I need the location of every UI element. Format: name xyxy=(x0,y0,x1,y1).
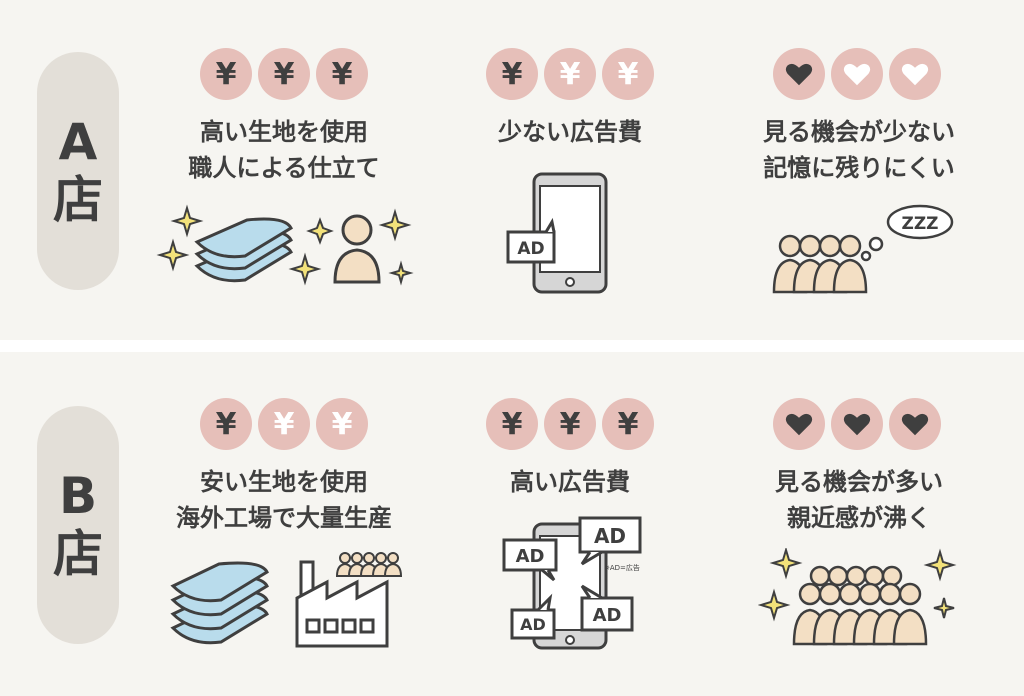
yen-icon: ¥ xyxy=(486,398,538,450)
craftsman-icon xyxy=(333,214,381,284)
ad-label: AD xyxy=(520,615,546,634)
heart-icon xyxy=(773,48,825,100)
ad-bubble-icon xyxy=(502,538,558,582)
ad-note: ※AD=広告 xyxy=(604,563,640,572)
ad-bubble-icon xyxy=(506,217,556,264)
high-ad-phone-illustration: AD AD AD AD ※AD=広告 xyxy=(502,516,642,650)
yen-icon: ¥ xyxy=(486,48,538,100)
yen-icon: ¥ xyxy=(316,398,368,450)
heart-icon xyxy=(773,398,825,450)
yen-icon: ¥ xyxy=(544,398,596,450)
ad-bubble-icon xyxy=(580,584,634,632)
folded-cloth-icon xyxy=(194,217,293,283)
yen-icon: ¥ xyxy=(316,48,368,100)
yen-icon: ¥ xyxy=(544,48,596,100)
exposure-rating-a3 xyxy=(773,48,941,100)
cost-rating-a1: ¥ ¥ ¥ xyxy=(200,48,368,100)
quality-cloth-illustration xyxy=(156,204,414,286)
caption-b1: 安い生地を使用 海外工場で大量生産 xyxy=(150,464,418,536)
ad-bubble-icon xyxy=(510,593,556,640)
cost-rating-a2: ¥ ¥ ¥ xyxy=(486,48,654,100)
sparkle-icon xyxy=(378,208,412,242)
folded-cloth-icon xyxy=(170,561,269,645)
sleep-bubble-icon xyxy=(860,204,954,262)
cost-rating-b1: ¥ ¥ ¥ xyxy=(200,398,368,450)
exposure-rating-b3 xyxy=(773,398,941,450)
heart-icon xyxy=(831,48,883,100)
ad-label: AD xyxy=(593,605,622,626)
yen-icon: ¥ xyxy=(200,398,252,450)
caption-b3: 見る機会が多い 親近感が沸く xyxy=(725,464,993,536)
sparkle-icon xyxy=(923,548,957,582)
factory-icon xyxy=(295,560,389,648)
sleep-text: ZZZ xyxy=(902,214,939,234)
sparkle-icon xyxy=(156,238,190,272)
caption-line: 親近感が沸く xyxy=(787,504,931,532)
sparkle-icon xyxy=(758,588,791,622)
store-a-panel: A 店 ¥ ¥ ¥ 高い生地を使用 職人による仕立て ¥ ¥ ¥ 少ない広 xyxy=(0,0,1024,340)
ad-bubble-icon xyxy=(578,516,642,566)
large-crowd-illustration xyxy=(758,548,957,646)
caption-a3: 見る機会が少ない 記憶に残りにくい xyxy=(725,114,993,186)
yen-icon: ¥ xyxy=(258,48,310,100)
low-ad-phone-illustration: AD xyxy=(506,172,608,294)
caption-line: 見る機会が少ない xyxy=(763,118,955,146)
heart-icon xyxy=(831,398,883,450)
cost-rating-b2: ¥ ¥ ¥ xyxy=(486,398,654,450)
caption-a1: 高い生地を使用 職人による仕立て xyxy=(150,114,418,186)
yen-icon: ¥ xyxy=(200,48,252,100)
ad-label: AD xyxy=(517,239,544,259)
caption-line: 高い広告費 xyxy=(510,468,630,496)
sparkle-icon xyxy=(170,204,204,238)
store-char: 店 xyxy=(53,525,103,583)
yen-icon: ¥ xyxy=(602,48,654,100)
sparkle-icon xyxy=(388,260,414,286)
heart-icon xyxy=(889,48,941,100)
sleepy-crowd-illustration: ZZZ xyxy=(772,204,954,294)
caption-line: 職人による仕立て xyxy=(188,154,380,182)
caption-line: 安い生地を使用 xyxy=(200,468,368,496)
store-b-label: B 店 xyxy=(37,406,119,644)
store-letter: B xyxy=(58,467,98,525)
store-a-label: A 店 xyxy=(37,52,119,290)
caption-line: 海外工場で大量生産 xyxy=(176,504,392,532)
sparkle-icon xyxy=(933,597,955,619)
caption-b2: 高い広告費 xyxy=(440,464,700,500)
caption-line: 高い生地を使用 xyxy=(200,118,368,146)
sparkle-icon xyxy=(306,217,334,245)
ad-label: AD xyxy=(516,546,545,567)
caption-line: 少ない広告費 xyxy=(498,118,642,146)
small-crowd-icon xyxy=(772,234,868,294)
yen-icon: ¥ xyxy=(258,398,310,450)
caption-a2: 少ない広告費 xyxy=(440,114,700,150)
ad-label: AD xyxy=(594,524,626,548)
sparkle-icon xyxy=(288,252,322,286)
mass-production-illustration xyxy=(170,552,403,648)
big-crowd-icon xyxy=(792,565,928,646)
yen-icon: ¥ xyxy=(602,398,654,450)
store-b-panel: B 店 ¥ ¥ ¥ 安い生地を使用 海外工場で大量生産 xyxy=(0,352,1024,696)
store-char: 店 xyxy=(53,171,103,229)
sparkle-icon xyxy=(769,548,803,580)
store-letter: A xyxy=(58,113,98,171)
heart-icon xyxy=(889,398,941,450)
caption-line: 見る機会が多い xyxy=(775,468,943,496)
caption-line: 記憶に残りにくい xyxy=(763,154,955,182)
workers-icon xyxy=(335,552,403,577)
